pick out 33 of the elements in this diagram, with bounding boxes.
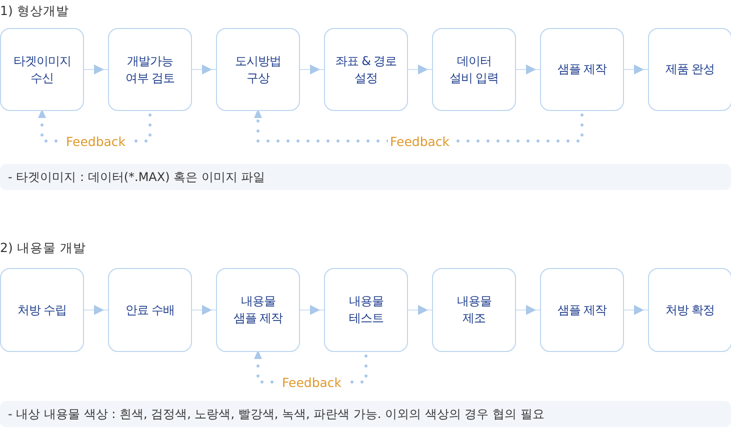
- process-box: 데이터 설비 입력: [432, 28, 516, 111]
- arrow: [300, 305, 324, 315]
- arrow: [516, 305, 540, 315]
- process-box: 내용물 테스트: [324, 268, 408, 352]
- note-text: - 타겟이미지 : 데이터(*.MAX) 혹은 이미지 파일: [8, 168, 266, 186]
- arrow: [84, 305, 108, 315]
- section-heading: 2) 내용물 개발: [0, 240, 86, 257]
- process-box: 처방 수립: [0, 268, 84, 352]
- arrow: [408, 305, 432, 315]
- process-box: 안료 수배: [108, 268, 192, 352]
- note-text: - 내상 내용물 색상 : 흰색, 검정색, 노랑색, 빨강색, 녹색, 파란색 가능. 이외의 색상의 경우 협의 필요: [8, 406, 544, 422]
- process-box: 도시방법 구상: [216, 28, 300, 111]
- process-box: 내용물 샘플 제작: [216, 268, 300, 352]
- edge-label: Feedback: [388, 134, 452, 148]
- arrow: [408, 64, 432, 74]
- process-box: 샘플 제작: [540, 268, 624, 352]
- edge-label: Feedback: [64, 134, 128, 148]
- arrow: [84, 64, 108, 74]
- process-box: 처방 확정: [648, 268, 731, 352]
- process-box: 타겟이미지 수신: [0, 28, 84, 111]
- edge-label: Feedback: [280, 374, 344, 390]
- arrow: [300, 64, 324, 74]
- process-box: 내용물 제조: [432, 268, 516, 352]
- process-box: 샘플 제작: [540, 28, 624, 111]
- arrow: [192, 305, 216, 315]
- process-box: 개발가능 여부 검토: [108, 28, 192, 111]
- arrow: [516, 64, 540, 74]
- process-box: 좌표 & 경로 설정: [324, 28, 408, 111]
- process-box: 제품 완성: [648, 28, 731, 111]
- section-heading: 1) 형상개발: [0, 3, 69, 20]
- arrow: [192, 64, 216, 74]
- arrow: [624, 305, 648, 315]
- arrow: [624, 64, 648, 74]
